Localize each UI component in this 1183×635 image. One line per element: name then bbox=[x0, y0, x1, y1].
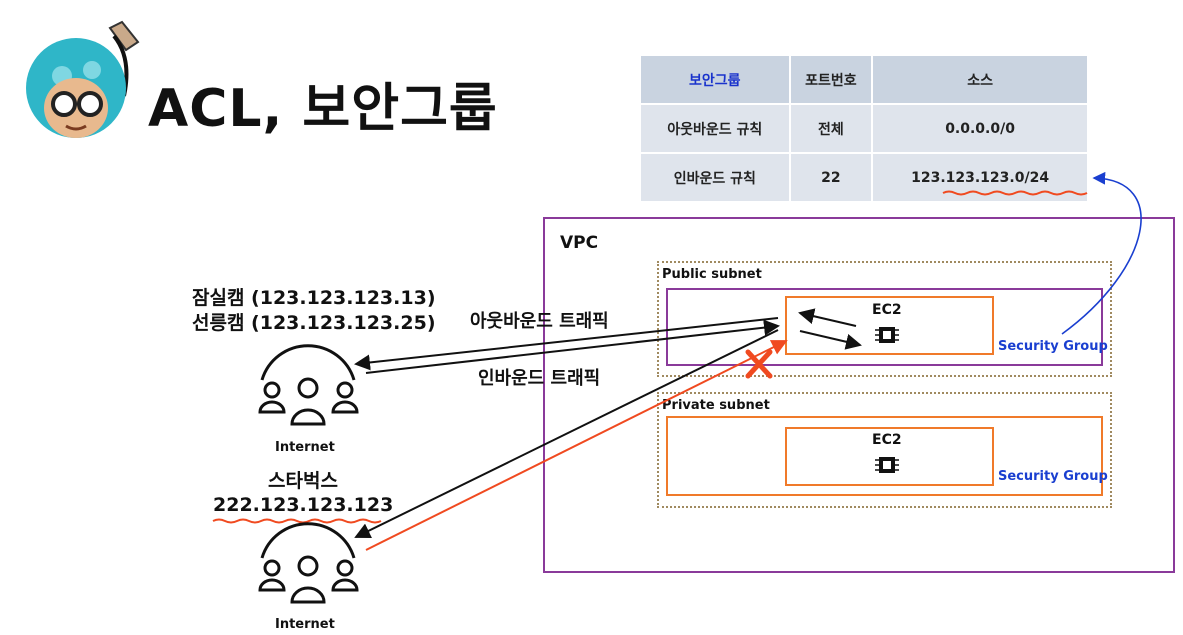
table-cell: 0.0.0.0/0 bbox=[871, 103, 1089, 154]
avatar bbox=[26, 20, 140, 138]
inbound-traffic-label: 인바운드 트래픽 bbox=[478, 368, 601, 389]
table-header-row: 보안그룹 포트번호 소스 bbox=[639, 54, 1089, 105]
private-subnet-label: Private subnet bbox=[662, 398, 770, 413]
table-cell: 22 bbox=[788, 152, 874, 203]
blocked-x-icon bbox=[745, 349, 773, 379]
vpc-label: VPC bbox=[560, 233, 599, 253]
bottom-client-line-1: 스타벅스 bbox=[268, 470, 338, 492]
table-header-cell: 보안그룹 bbox=[639, 54, 791, 105]
top-client-line-1: 잠실캠 (123.123.123.13) bbox=[192, 287, 436, 309]
internet-users-icon bbox=[258, 522, 359, 604]
private-subnet-box bbox=[657, 392, 1112, 508]
public-subnet-label: Public subnet bbox=[662, 267, 762, 282]
inbound-arrow bbox=[365, 319, 780, 374]
public-security-group-label: Security Group bbox=[998, 339, 1108, 354]
table-header-cell: 포트번호 bbox=[788, 54, 874, 105]
security-group-table: 보안그룹 포트번호 소스 아웃바운드 규칙 전체 0.0.0.0/0 인바운드 … bbox=[639, 54, 1089, 203]
outbound-traffic-label: 아웃바운드 트래픽 bbox=[470, 311, 609, 332]
table-cell: 인바운드 규칙 bbox=[639, 152, 791, 203]
security-group-link-arrow bbox=[1061, 171, 1142, 335]
private-security-group-box bbox=[666, 416, 1103, 496]
private-ec2-box bbox=[785, 427, 994, 486]
private-security-group-label: Security Group bbox=[998, 469, 1108, 484]
bottom-internet-label: Internet bbox=[275, 617, 335, 632]
vpc-box bbox=[543, 217, 1175, 573]
ec2-inbound-arrow bbox=[798, 308, 857, 327]
public-ec2-label: EC2 bbox=[872, 302, 902, 318]
outbound-arrow bbox=[354, 317, 779, 371]
starbucks-outbound-arrow bbox=[354, 329, 779, 539]
table-cell: 아웃바운드 규칙 bbox=[639, 103, 791, 154]
public-ec2-box bbox=[785, 296, 994, 355]
public-subnet-box bbox=[657, 261, 1112, 377]
bottom-client-ip: 222.123.123.123 bbox=[213, 494, 394, 516]
ec2-outbound-arrow bbox=[799, 330, 862, 350]
table-row: 아웃바운드 규칙 전체 0.0.0.0/0 bbox=[639, 103, 1089, 154]
ip-underline bbox=[212, 518, 382, 524]
page-title: ACL, 보안그룹 bbox=[148, 79, 498, 139]
top-client-line-2: 선릉캠 (123.123.123.25) bbox=[192, 312, 436, 334]
ec2-chip-icon bbox=[875, 327, 899, 343]
ec2-chip-icon bbox=[875, 457, 899, 473]
private-ec2-label: EC2 bbox=[872, 432, 902, 448]
public-security-group-box bbox=[666, 288, 1103, 366]
cidr-underline bbox=[942, 190, 1088, 196]
internet-users-icon bbox=[258, 344, 359, 426]
blocked-inbound-arrow bbox=[365, 340, 788, 551]
top-internet-label: Internet bbox=[275, 440, 335, 455]
table-header-cell: 소스 bbox=[871, 54, 1089, 105]
table-cell: 전체 bbox=[788, 103, 874, 154]
